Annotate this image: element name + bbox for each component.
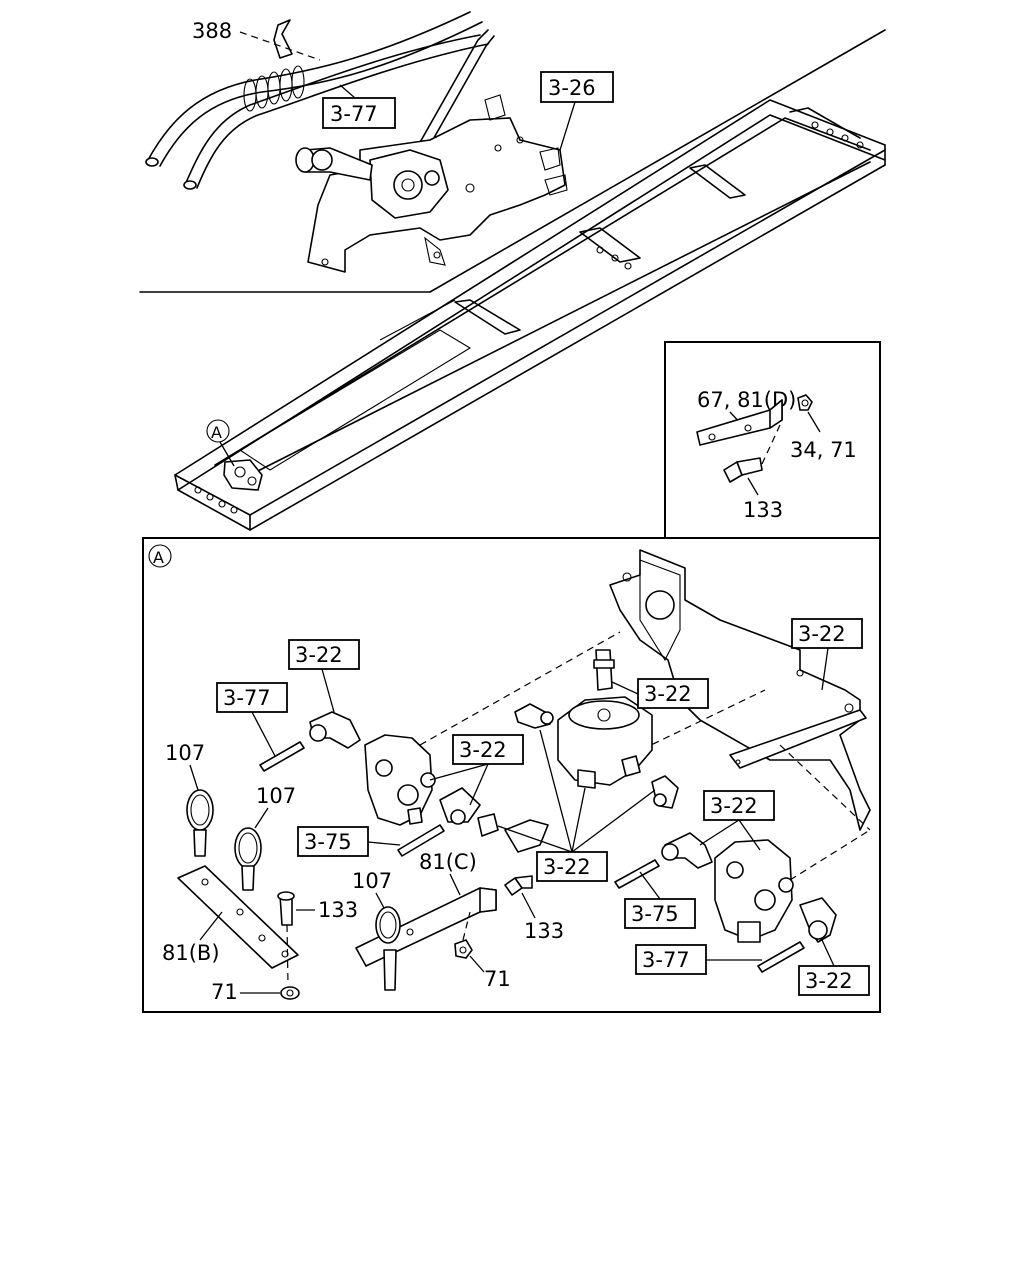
inset-bracket-detail: 67, 81(D) 34, 71 133 xyxy=(664,341,881,539)
callout-34-71: 34, 71 xyxy=(790,438,857,462)
callout-3-77-b: 3-77 xyxy=(642,948,690,972)
callout-3-22-c: 3-22 xyxy=(644,682,692,706)
callout-81b: 81(B) xyxy=(162,941,220,965)
callout-3-22-e: 3-22 xyxy=(543,855,591,879)
callout-3-22-f: 3-22 xyxy=(710,794,758,818)
callout-81c: 81(C) xyxy=(419,850,477,874)
callout-133-a: 133 xyxy=(318,898,358,922)
callout-3-75-b: 3-75 xyxy=(631,902,679,926)
callout-71-a: 71 xyxy=(211,980,238,1004)
callout-3-22-d: 3-22 xyxy=(798,622,846,646)
callout-3-26: 3-26 xyxy=(548,76,596,100)
detail-a-parts xyxy=(177,549,871,1000)
detail-a-callouts: 3-22 3-77 107 107 3-75 133 81(B) 71 107 … xyxy=(162,618,870,1004)
callout-71-b: 71 xyxy=(484,967,511,991)
callout-3-22-g: 3-22 xyxy=(805,969,853,993)
callout-3-77-top: 3-77 xyxy=(330,102,378,126)
callout-133-inset: 133 xyxy=(743,498,783,522)
callout-133-b: 133 xyxy=(524,919,564,943)
callout-3-75-a: 3-75 xyxy=(304,830,352,854)
callout-3-22-b: 3-22 xyxy=(459,738,507,762)
detail-a-label: A xyxy=(153,548,164,567)
top-callouts: 388 3-77 3-26 xyxy=(192,19,614,151)
top-valve-assembly xyxy=(145,11,568,273)
callout-3-77-a: 3-77 xyxy=(223,686,271,710)
callout-107-a: 107 xyxy=(165,741,205,765)
detail-a-marker: A xyxy=(211,423,222,442)
callout-107-c: 107 xyxy=(352,869,392,893)
detail-a-frame: A xyxy=(142,537,881,1013)
callout-107-b: 107 xyxy=(256,784,296,808)
callout-3-22-a: 3-22 xyxy=(295,643,343,667)
chassis-frame: A xyxy=(139,29,886,531)
callout-388: 388 xyxy=(192,19,232,43)
